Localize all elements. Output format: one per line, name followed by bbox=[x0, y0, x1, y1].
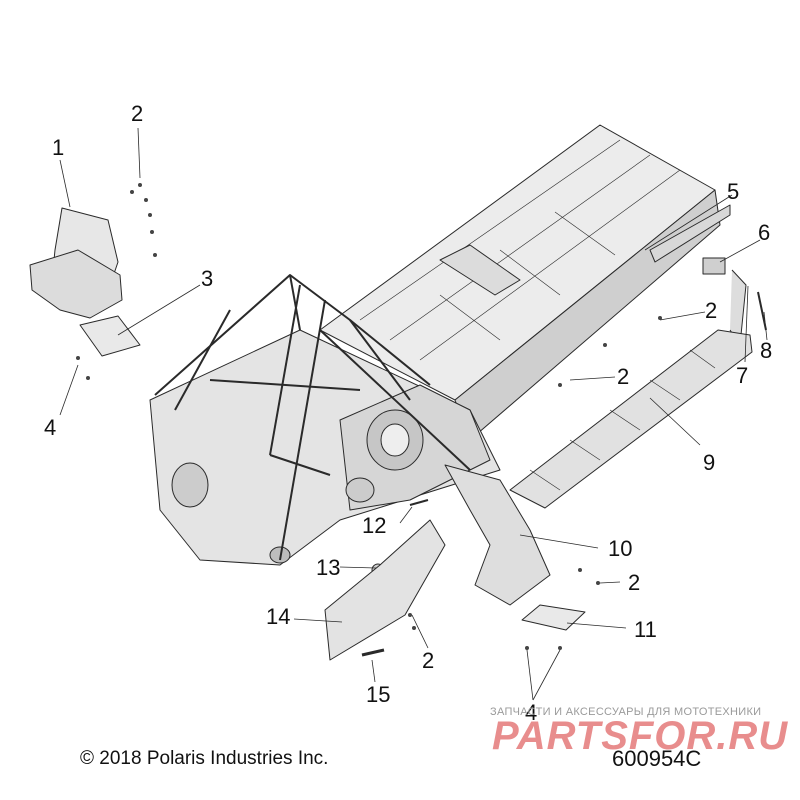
part-9-running-board bbox=[509, 329, 753, 509]
callout-8: 8 bbox=[760, 338, 773, 363]
part-8-bolt bbox=[757, 291, 767, 331]
callout-15: 15 bbox=[366, 682, 391, 707]
callout-14: 14 bbox=[266, 604, 291, 629]
callout-9: 9 bbox=[703, 450, 716, 475]
part-11-plate bbox=[521, 604, 586, 631]
part-14-lower-guard bbox=[324, 519, 446, 661]
callout-7: 7 bbox=[736, 363, 749, 388]
callout-2-tunnel: 2 bbox=[705, 298, 718, 323]
tubular-frame bbox=[154, 274, 471, 561]
part-10-side-panel bbox=[444, 464, 551, 606]
part-1-nose-pan bbox=[29, 207, 123, 319]
part-3-plate bbox=[79, 315, 141, 357]
diagram-number: 600954C bbox=[612, 746, 702, 771]
callout-13: 13 bbox=[316, 555, 341, 580]
callout-2-fasteners-top: 2 bbox=[131, 101, 144, 126]
watermark-tagline: ЗАПЧАСТИ И АКСЕССУАРЫ ДЛЯ МОТОТЕХНИКИ bbox=[490, 706, 762, 718]
part-12-bolt bbox=[409, 499, 429, 506]
callout-2-side: 2 bbox=[617, 364, 630, 389]
callout-11: 11 bbox=[634, 617, 657, 642]
copyright-text: © 2018 Polaris Industries Inc. bbox=[80, 748, 329, 769]
callout-10: 10 bbox=[608, 536, 633, 561]
callout-5: 5 bbox=[727, 179, 740, 204]
leader-lines bbox=[59, 127, 768, 701]
callout-1: 1 bbox=[52, 135, 65, 160]
callout-4-left: 4 bbox=[44, 415, 57, 440]
watermark-logo: PARTSFOR.RU bbox=[492, 714, 789, 758]
callout-2-lower-center: 2 bbox=[422, 648, 435, 673]
chassis-bulkhead bbox=[149, 329, 501, 566]
part-5-tunnel-rail bbox=[649, 204, 731, 263]
callout-2-lower-right: 2 bbox=[628, 570, 641, 595]
callout-6: 6 bbox=[758, 220, 771, 245]
callout-12: 12 bbox=[362, 513, 387, 538]
callout-3: 3 bbox=[201, 266, 214, 291]
callout-4-bottom: 4 bbox=[525, 700, 538, 725]
part-6-bracket bbox=[702, 257, 726, 275]
part-15-strip bbox=[361, 648, 385, 657]
fasteners bbox=[76, 183, 662, 650]
